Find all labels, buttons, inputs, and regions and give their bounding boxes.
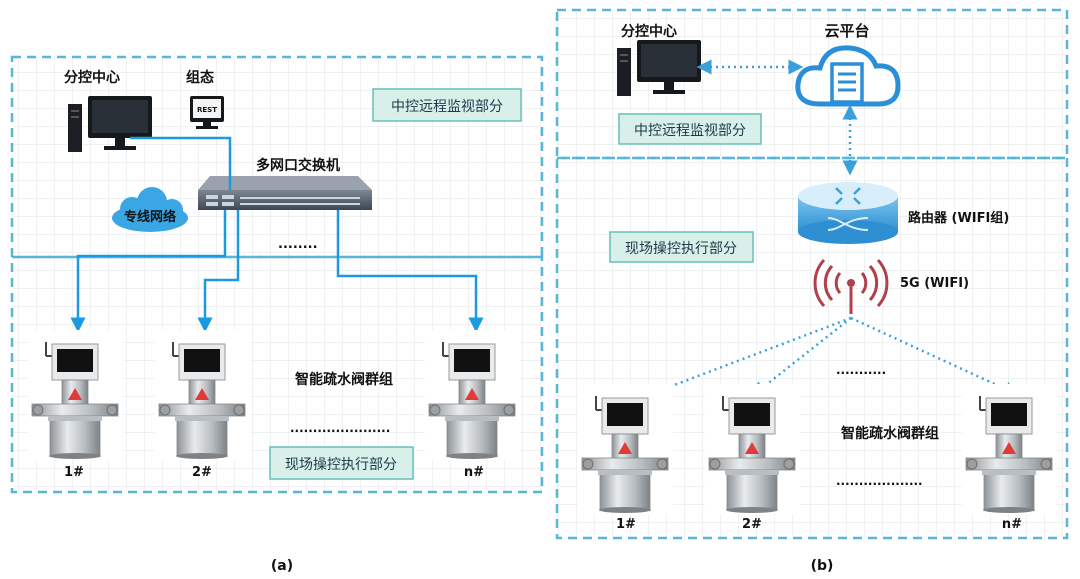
- wire-switch-to-valve-1: [70, 210, 227, 333]
- router-label: 路由器 (WIFI组): [908, 210, 1009, 226]
- panel-a-valve-2-icon: [154, 329, 251, 461]
- panel-b-dots-bottom: ...................: [836, 474, 923, 488]
- panel-b-valve-1-label: 1#: [616, 517, 636, 532]
- panel-b-valve-n-label: n#: [1002, 517, 1022, 532]
- panel-b-remote-monitor-label: 中控远程监视部分: [634, 123, 746, 139]
- panel-a: 分控中心 REST 组态 中控远程监视部分 专线网络: [10, 55, 544, 574]
- panel-a-field-region: [10, 255, 544, 494]
- panel-a-valve-n-label: n#: [464, 465, 484, 480]
- panel-b-field-exec-box: [609, 231, 754, 263]
- panel-b-remote-monitor-box: [618, 113, 762, 145]
- panel-a-remote-monitor-label: 中控远程监视部分: [391, 99, 503, 115]
- network-switch-icon: [198, 176, 372, 210]
- panel-b-field-exec-label: 现场操控执行部分: [625, 241, 737, 257]
- panel-a-dots-mid: ......................: [290, 421, 390, 435]
- panel-a-dots-top: ........: [278, 237, 318, 252]
- panel-a-valve-n-icon: [424, 329, 521, 461]
- panel-b-wireless-links: [632, 316, 1019, 403]
- panel-a-valve-2-label: 2#: [192, 465, 212, 480]
- wireless-link-valve-2: [751, 317, 852, 397]
- cloud-platform-label: 云平台: [824, 22, 869, 40]
- panel-b-valve-2-icon: [704, 383, 801, 515]
- panel-b-control-center-label: 分控中心: [621, 23, 677, 40]
- wireless-antenna-icon: [813, 258, 889, 314]
- wire-switch-to-valve-2: [197, 210, 240, 333]
- panel-a-wiring: [70, 136, 484, 333]
- panel-b-valve-2-label: 2#: [742, 517, 762, 532]
- wire-pc-to-switch: [130, 136, 232, 190]
- panel-a-config-label: 组态: [186, 69, 214, 86]
- panel-b-valve-1-icon: [577, 383, 674, 515]
- wireless-link-valve-1: [632, 316, 852, 403]
- panel-a-caption: (a): [271, 558, 293, 574]
- panel-a-field-exec-label: 现场操控执行部分: [285, 457, 397, 473]
- private-network-label: 专线网络: [124, 209, 176, 225]
- panel-b-dots-top: ...........: [836, 363, 886, 377]
- wireless-label: 5G (WIFI): [900, 276, 969, 291]
- switch-label: 多网口交换机: [256, 157, 340, 174]
- panel-a-monitor-region: [10, 55, 544, 259]
- panel-b: 分控中心 云平台 中控远程监视部分 路由器: [555, 8, 1069, 574]
- panel-b-field-region: [555, 156, 1069, 540]
- panel-a-valve-1-label: 1#: [64, 465, 84, 480]
- panel-a-valve-1-icon: [27, 329, 124, 461]
- panel-a-control-center-label: 分控中心: [64, 69, 120, 86]
- panel-b-valve-n-icon: [961, 383, 1058, 515]
- panel-a-field-exec-box: [269, 446, 414, 480]
- panel-b-valve-group-label: 智能疏水阀群组: [840, 425, 939, 442]
- panel-b-monitor-region: [555, 8, 1069, 160]
- panel-b-caption: (b): [811, 558, 834, 574]
- config-terminal-icon: [190, 96, 224, 129]
- panel-a-valve-group-label: 智能疏水阀群组: [294, 371, 393, 388]
- rest-screen-label: REST: [197, 106, 217, 114]
- panel-a-remote-monitor-box: [372, 88, 522, 122]
- private-network-cloud-icon: [112, 187, 188, 232]
- router-icon: [798, 182, 898, 244]
- wire-switch-to-valve-n: [336, 210, 484, 333]
- cloud-platform-icon: [795, 45, 901, 107]
